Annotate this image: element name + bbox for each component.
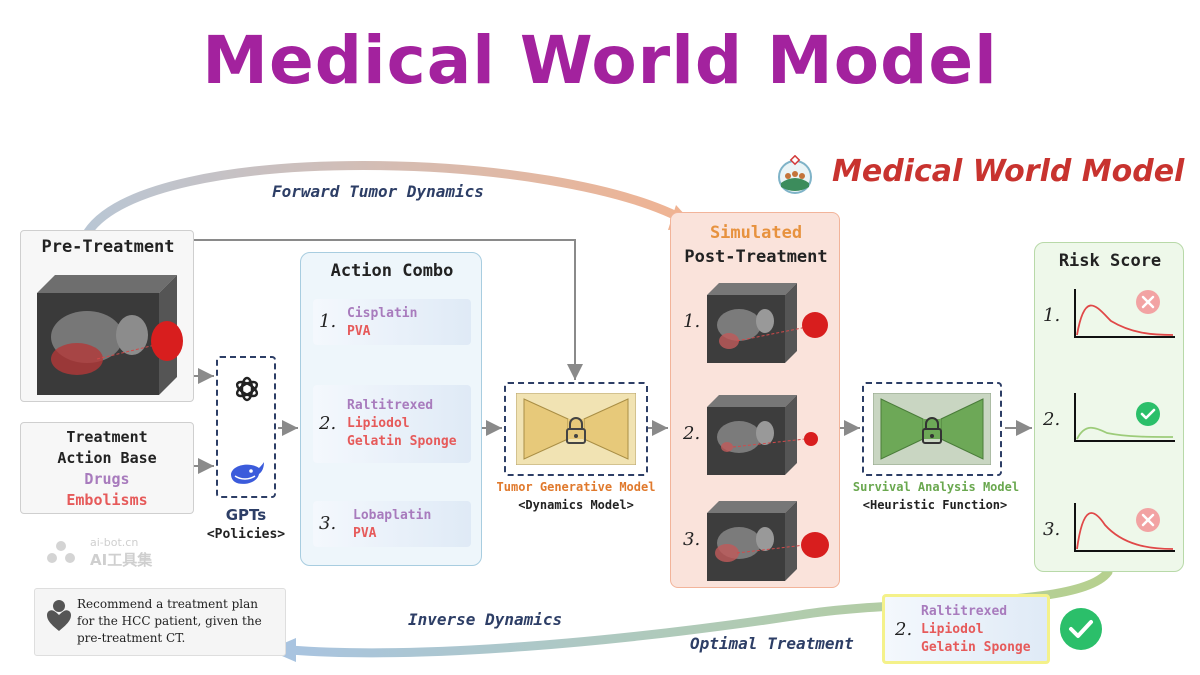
- watermark-icon: [47, 541, 75, 563]
- simulated-num-1: 1.: [683, 311, 701, 332]
- drug-name: Cisplatin: [347, 306, 418, 321]
- risk-num-2: 2.: [1043, 409, 1061, 430]
- user-heart-icon: [47, 600, 71, 631]
- tumor-model-panel: [504, 382, 648, 476]
- optimal-treatment-label: Optimal Treatment: [690, 634, 854, 653]
- action-combo-num-1: 1.: [319, 311, 337, 332]
- inverse-dynamics-label: Inverse Dynamics: [408, 610, 563, 629]
- openai-icon: [235, 376, 259, 402]
- risk-score-title: Risk Score: [1058, 251, 1162, 271]
- action-combo-item-1: 1. Cisplatin PVA: [313, 299, 471, 345]
- simulated-panel: Simulated Post-Treatment 1. 2. 3.: [670, 212, 840, 588]
- prompt-line-3: pre-treatment CT.: [77, 631, 186, 645]
- optimal-check-icon: [1060, 608, 1102, 650]
- simulated-ct-image-3: [707, 501, 829, 581]
- pre-treatment-title: Pre-Treatment: [41, 237, 175, 257]
- drug-name: PVA: [353, 526, 377, 541]
- optimal-num: 2.: [895, 619, 913, 640]
- risk-num-3: 3.: [1043, 519, 1061, 540]
- forward-dynamics-label: Forward Tumor Dynamics: [272, 182, 484, 201]
- action-base-line2: Action Base: [57, 449, 157, 467]
- survival-model-panel: [862, 382, 1002, 476]
- page-title: Medical World Model: [202, 22, 998, 99]
- survival-model-sublabel: <Heuristic Function>: [862, 498, 1008, 512]
- drug-name: Lipiodol: [347, 416, 410, 431]
- action-combo-item-3: 3. Lobaplatin PVA: [313, 501, 471, 547]
- drug-name: Lobaplatin: [353, 508, 432, 523]
- forward-arc-arrow: [83, 161, 693, 237]
- prompt-card: Recommend a treatment plan for the HCC p…: [34, 588, 286, 656]
- watermark: ai-bot.cn AI工具集: [46, 536, 176, 570]
- action-combo-num-3: 3.: [319, 513, 337, 534]
- survival-model-icon: [873, 393, 991, 465]
- simulated-num-2: 2.: [683, 423, 701, 444]
- simulated-title-1: Simulated: [709, 223, 803, 243]
- drug-name: PVA: [347, 324, 371, 339]
- drug-name: Gelatin Sponge: [347, 434, 457, 449]
- drug-name: Raltitrexed: [921, 604, 1008, 619]
- tumor-model-sublabel: <Dynamics Model>: [518, 498, 634, 512]
- drug-name: Raltitrexed: [347, 398, 434, 413]
- prompt-line-2: for the HCC patient, given the: [77, 614, 262, 628]
- ct-volume-image: [37, 275, 183, 395]
- gpts-panel: [216, 356, 276, 498]
- action-combo-panel: Action Combo 1. Cisplatin PVA 2. Raltitr…: [300, 252, 482, 566]
- risk-num-1: 1.: [1043, 305, 1061, 326]
- action-base-drugs: Drugs: [84, 470, 130, 488]
- action-base-panel: Treatment Action Base Drugs Embolisms: [20, 422, 194, 514]
- logo-text: Medical World Model: [832, 154, 1185, 189]
- survival-model-label: Survival Analysis Model: [852, 480, 1020, 494]
- fail-icon: [1136, 290, 1160, 314]
- logo-icon: [775, 154, 815, 195]
- risk-curve-3: [1074, 503, 1175, 552]
- action-combo-num-2: 2.: [319, 413, 337, 434]
- watermark-line1: ai-bot.cn: [90, 536, 139, 549]
- simulated-ct-image-2: [707, 395, 818, 475]
- action-base-embolisms: Embolisms: [66, 491, 148, 509]
- risk-curve-2: [1074, 393, 1175, 442]
- simulated-num-3: 3.: [683, 529, 701, 550]
- action-base-line1: Treatment: [66, 428, 148, 446]
- pre-treatment-panel: Pre-Treatment: [20, 230, 194, 402]
- success-icon: [1136, 402, 1160, 426]
- gpts-sublabel: <Policies>: [206, 527, 286, 542]
- watermark-line2: AI工具集: [90, 551, 153, 569]
- simulated-title-2: Post-Treatment: [684, 247, 828, 267]
- drug-name: Gelatin Sponge: [921, 640, 1031, 655]
- generative-model-icon: [516, 393, 636, 465]
- optimal-treatment-panel: 2. Raltitrexed Lipiodol Gelatin Sponge: [882, 594, 1050, 664]
- action-combo-item-2: 2. Raltitrexed Lipiodol Gelatin Sponge: [313, 385, 471, 463]
- gpts-label: GPTs: [225, 506, 267, 524]
- tumor-model-label: Tumor Generative Model: [496, 480, 656, 494]
- simulated-ct-image-1: [707, 283, 828, 363]
- risk-score-panel: Risk Score 1. 2. 3.: [1034, 242, 1184, 572]
- drug-name: Lipiodol: [921, 622, 984, 637]
- fail-icon: [1136, 508, 1160, 532]
- deepseek-whale-icon: [231, 462, 264, 484]
- risk-curve-1: [1074, 289, 1175, 338]
- prompt-line-1: Recommend a treatment plan: [77, 597, 259, 611]
- action-combo-title: Action Combo: [330, 261, 454, 281]
